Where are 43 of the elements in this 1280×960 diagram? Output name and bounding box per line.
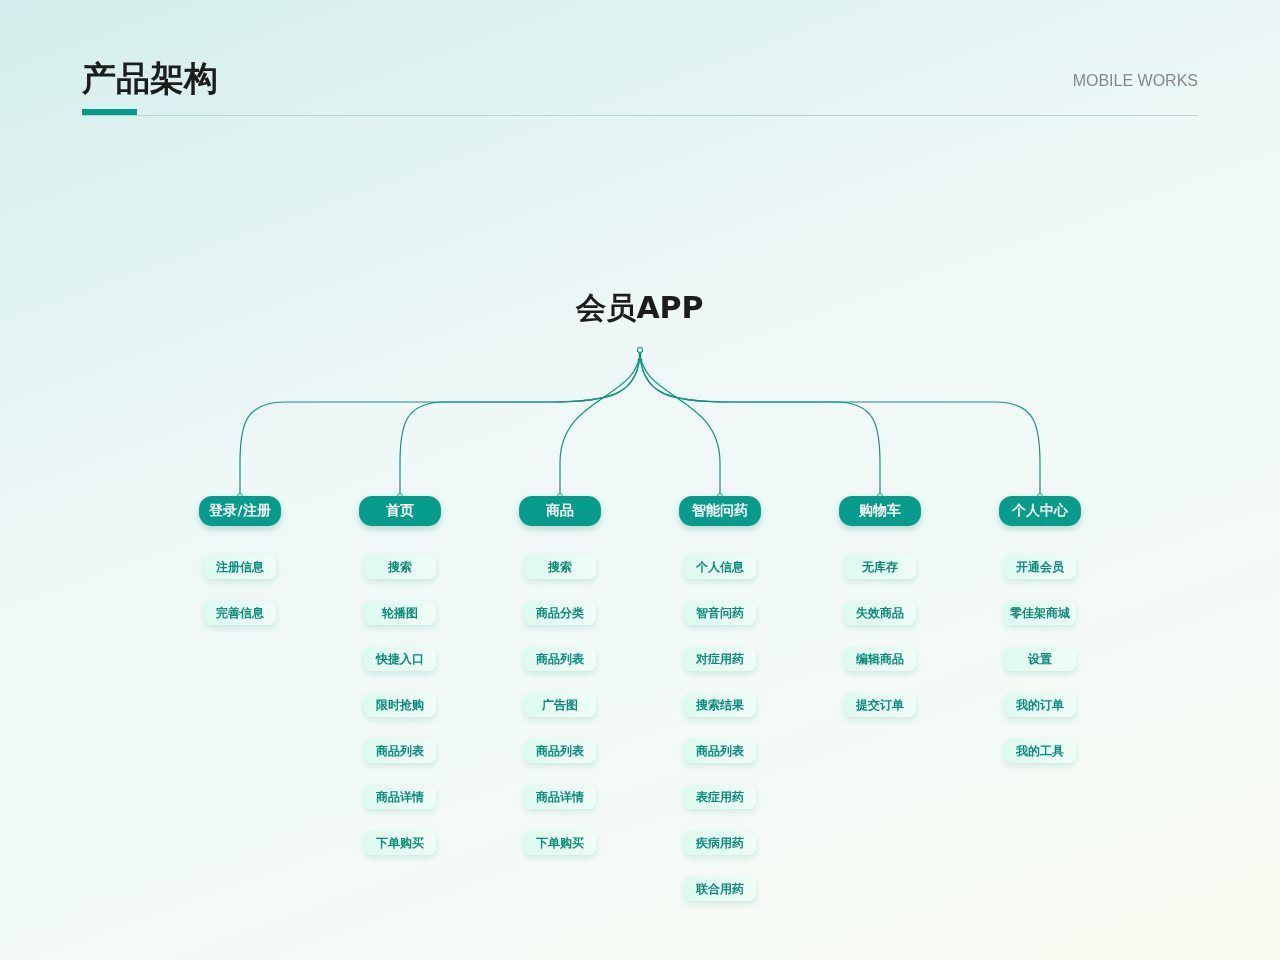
feature-pill: 个人信息 (684, 555, 756, 579)
feature-pill: 快捷入口 (364, 647, 436, 671)
feature-pill: 编辑商品 (844, 647, 916, 671)
feature-pill: 完善信息 (204, 601, 276, 625)
page-title: 产品架构 (82, 57, 218, 100)
feature-pill: 商品详情 (524, 785, 596, 809)
app-name: 会员APP (560, 288, 720, 350)
feature-pill: 下单购买 (524, 831, 596, 855)
feature-pill: 商品列表 (524, 739, 596, 763)
feature-pill: 开通会员 (1004, 555, 1076, 579)
feature-pill: 零佳架商城 (1004, 601, 1076, 625)
feature-pill: 商品分类 (524, 601, 596, 625)
category-pill: 购物车 (839, 496, 921, 526)
feature-pill: 我的订单 (1004, 693, 1076, 717)
feature-pill: 限时抢购 (364, 693, 436, 717)
feature-pill: 疾病用药 (684, 831, 756, 855)
category-pill: 个人中心 (999, 496, 1081, 526)
feature-pill: 我的工具 (1004, 739, 1076, 763)
feature-pill: 商品列表 (684, 739, 756, 763)
connector-line (637, 347, 1043, 499)
feature-pill: 注册信息 (204, 555, 276, 579)
feature-pill: 提交订单 (844, 693, 916, 717)
feature-pill: 表症用药 (684, 785, 756, 809)
feature-pill: 下单购买 (364, 831, 436, 855)
feature-pill: 商品详情 (364, 785, 436, 809)
feature-pill: 无库存 (844, 555, 916, 579)
feature-pill: 设置 (1004, 647, 1076, 671)
feature-pill: 轮播图 (364, 601, 436, 625)
feature-pill: 搜索 (364, 555, 436, 579)
category-pill: 商品 (519, 496, 601, 526)
feature-pill: 商品列表 (524, 647, 596, 671)
subtitle-label: MOBILE WORKS (1072, 72, 1198, 90)
category-pill: 首页 (359, 496, 441, 526)
feature-pill: 广告图 (524, 693, 596, 717)
feature-pill: 智音问药 (684, 601, 756, 625)
feature-pill: 失效商品 (844, 601, 916, 625)
feature-pill: 搜索结果 (684, 693, 756, 717)
feature-pill: 联合用药 (684, 877, 756, 901)
feature-pill: 搜索 (524, 555, 596, 579)
category-pill: 登录/注册 (199, 496, 281, 526)
feature-pill: 商品列表 (364, 739, 436, 763)
category-pill: 智能问药 (679, 496, 761, 526)
feature-pill: 对症用药 (684, 647, 756, 671)
